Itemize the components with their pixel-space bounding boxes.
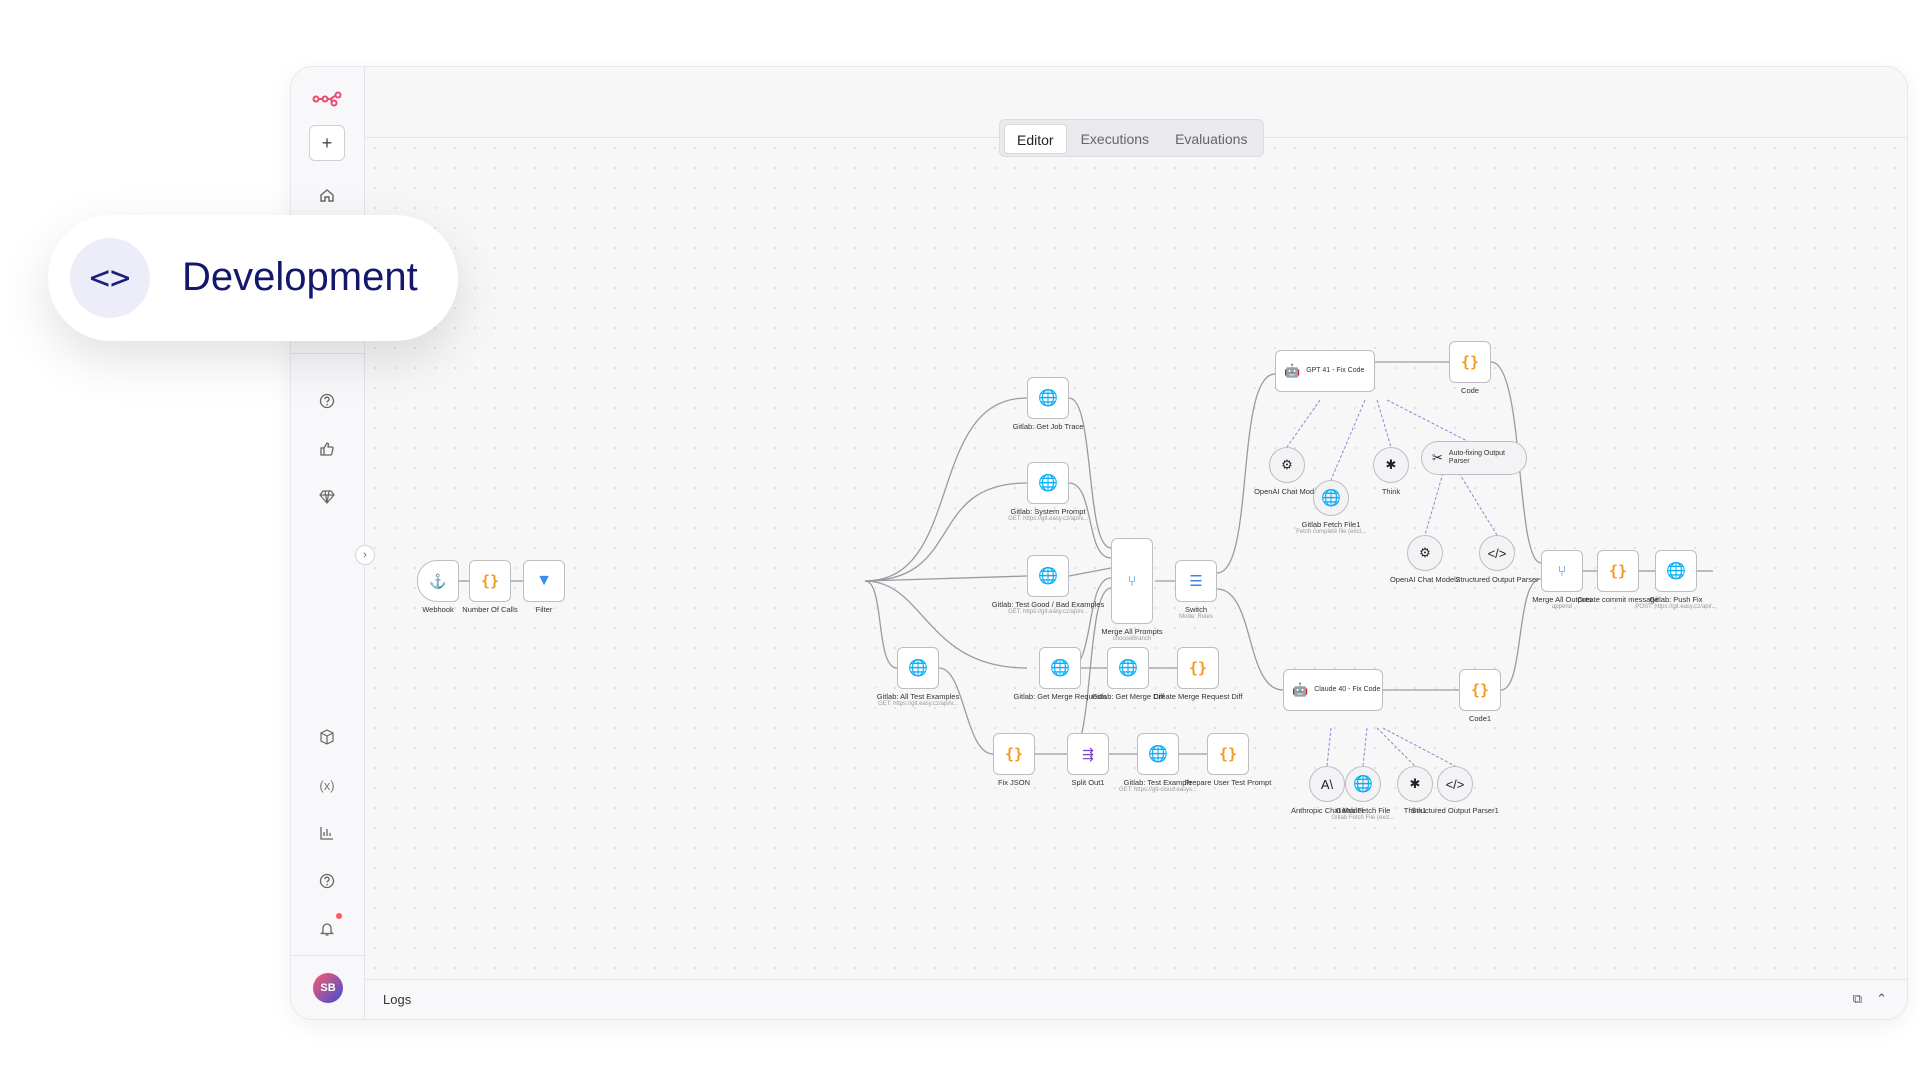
logs-label: Logs bbox=[383, 992, 412, 1007]
node-label: OpenAI Chat Model bbox=[1254, 487, 1320, 496]
question-icon[interactable] bbox=[309, 383, 345, 419]
add-button[interactable]: + bbox=[309, 125, 345, 161]
node-label: Structured Output Parser bbox=[1455, 575, 1539, 584]
node-label: Think bbox=[1381, 487, 1401, 496]
development-callout: <> Development bbox=[48, 215, 458, 341]
create-commit-message-node[interactable]: {} bbox=[1597, 550, 1639, 592]
filter-node[interactable]: ▼ bbox=[523, 560, 565, 602]
logs-panel[interactable]: Logs ⧉ ⌃ bbox=[365, 979, 1907, 1019]
openai-chat-model2-node[interactable]: ⚙ bbox=[1407, 535, 1443, 571]
sidebar: + › (x) SB bbox=[291, 67, 375, 1019]
connections bbox=[459, 361, 1713, 767]
node-label: Create commit message bbox=[1577, 595, 1659, 604]
merge-all-outputs-node[interactable]: ⑂ bbox=[1541, 550, 1583, 592]
number-of-calls-node[interactable]: {} bbox=[469, 560, 511, 602]
code1-node[interactable]: {} bbox=[1459, 669, 1501, 711]
node-label: Code bbox=[1461, 386, 1479, 395]
callout-label: Development bbox=[182, 255, 418, 299]
think1-node[interactable]: ✱ bbox=[1397, 766, 1433, 802]
structured-output-parser1-node[interactable]: </> bbox=[1437, 766, 1473, 802]
chevron-up-icon[interactable]: ⌃ bbox=[1876, 991, 1887, 1006]
webhook-node[interactable]: ⚓ bbox=[417, 560, 459, 602]
claude40-fix-code-node[interactable]: 🤖Claude 40 - Fix Code bbox=[1283, 669, 1383, 711]
node-label: OpenAI Chat Model2 bbox=[1389, 575, 1461, 584]
tab-editor[interactable]: Editor bbox=[1004, 124, 1067, 154]
box-icon[interactable] bbox=[309, 719, 345, 755]
create-merge-request-diff-node[interactable]: {} bbox=[1177, 647, 1219, 689]
node-label: Number Of Calls bbox=[462, 605, 518, 614]
popout-icon[interactable]: ⧉ bbox=[1852, 991, 1863, 1006]
help-icon[interactable] bbox=[309, 863, 345, 899]
node-label: Gitlab: Get Merge Diff bbox=[1091, 692, 1165, 701]
auto-fixing-output-parser-node[interactable]: ✂Auto-fixing Output Parser bbox=[1421, 441, 1527, 475]
thumbs-up-icon[interactable] bbox=[309, 431, 345, 467]
fix-json-node[interactable]: {} bbox=[993, 733, 1035, 775]
prepare-user-test-prompt-node[interactable]: {} bbox=[1207, 733, 1249, 775]
get-merge-diff-node[interactable]: 🌐 bbox=[1107, 647, 1149, 689]
variables-icon[interactable]: (x) bbox=[319, 777, 335, 793]
gpt41-fix-code-node[interactable]: 🤖GPT 41 - Fix Code bbox=[1275, 350, 1375, 392]
merge-all-prompts-node[interactable]: ⑂ bbox=[1111, 538, 1153, 624]
code-node[interactable]: {} bbox=[1449, 341, 1491, 383]
app-window: + › (x) SB bbox=[290, 66, 1908, 1020]
sidebar-divider bbox=[291, 353, 365, 354]
openai-chat-model-node[interactable]: ⚙ bbox=[1269, 447, 1305, 483]
node-label: Fix JSON bbox=[997, 778, 1031, 787]
node-label: Think1 bbox=[1403, 806, 1427, 815]
test-good-bad-node[interactable]: 🌐 bbox=[1027, 555, 1069, 597]
node-label: Code1 bbox=[1468, 714, 1492, 723]
test-example-node[interactable]: 🌐 bbox=[1137, 733, 1179, 775]
home-icon[interactable] bbox=[309, 177, 345, 213]
tab-evaluations[interactable]: Evaluations bbox=[1175, 131, 1248, 147]
anthropic-chat-model-node[interactable]: A\ bbox=[1309, 766, 1345, 802]
gitlab-fetch-file1-node[interactable]: 🌐 bbox=[1313, 480, 1349, 516]
structured-output-parser-node[interactable]: </> bbox=[1479, 535, 1515, 571]
split-out-node[interactable]: ⇶ bbox=[1067, 733, 1109, 775]
sidebar-divider bbox=[291, 955, 365, 956]
node-label: Structured Output Parser1 bbox=[1411, 806, 1499, 815]
all-test-examples-node[interactable]: 🌐 bbox=[897, 647, 939, 689]
push-fix-node[interactable]: 🌐 bbox=[1655, 550, 1697, 592]
notification-dot bbox=[336, 913, 342, 919]
gitlab-fetch-file-node[interactable]: 🌐 bbox=[1345, 766, 1381, 802]
think-node[interactable]: ✱ bbox=[1373, 447, 1409, 483]
get-job-trace-node[interactable]: 🌐 bbox=[1027, 377, 1069, 419]
n8n-logo-icon[interactable] bbox=[309, 81, 345, 117]
code-brackets-icon: <> bbox=[70, 238, 150, 318]
node-label: Create Merge Request Diff bbox=[1153, 692, 1243, 701]
node-label: Gitlab: Get Merge Requests bbox=[1013, 692, 1107, 701]
system-prompt-node[interactable]: 🌐 bbox=[1027, 462, 1069, 504]
workflow-canvas[interactable]: ⚓ Webhook {} Number Of Calls ▼ Filter 🌐 … bbox=[365, 138, 1907, 979]
node-label: Webhook bbox=[422, 605, 454, 614]
node-label: Prepare User Test Prompt bbox=[1184, 778, 1272, 787]
node-label: Gitlab: Get Job Trace bbox=[1012, 422, 1084, 431]
node-label: Anthropic Chat Model bbox=[1290, 806, 1364, 815]
node-label: Filter bbox=[535, 605, 553, 614]
chart-icon[interactable] bbox=[309, 815, 345, 851]
gem-icon[interactable] bbox=[309, 479, 345, 515]
view-tabs: Editor Executions Evaluations bbox=[999, 119, 1265, 157]
get-merge-requests-node[interactable]: 🌐 bbox=[1039, 647, 1081, 689]
tab-executions[interactable]: Executions bbox=[1080, 131, 1150, 147]
node-label: Split Out1 bbox=[1071, 778, 1105, 787]
switch-node[interactable]: ☰ bbox=[1175, 560, 1217, 602]
avatar[interactable]: SB bbox=[313, 973, 343, 1003]
bell-icon[interactable] bbox=[309, 911, 345, 947]
